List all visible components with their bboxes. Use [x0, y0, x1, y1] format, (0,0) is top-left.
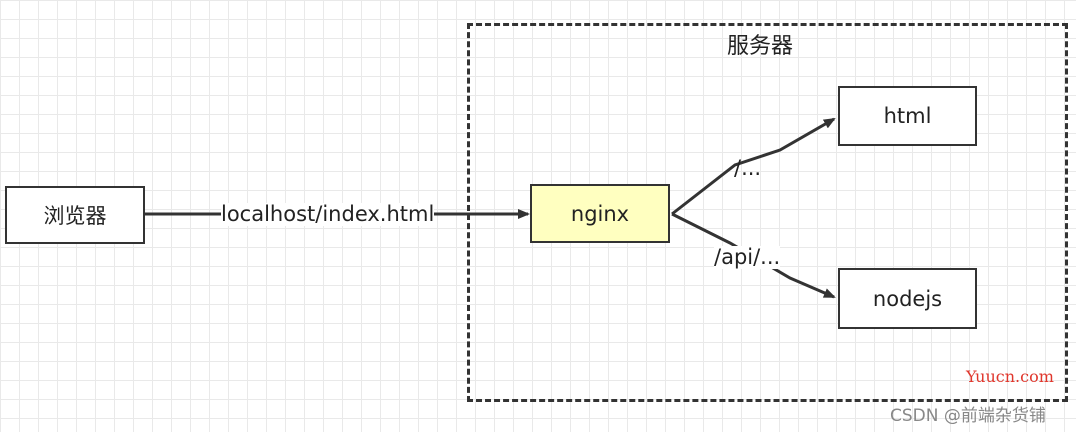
browser-node-label: 浏览器: [43, 204, 107, 228]
watermark-csdn: CSDN @前端杂货铺: [890, 406, 1046, 426]
edge-label-localhost: localhost/index.html: [221, 202, 435, 226]
browser-node: 浏览器: [5, 186, 145, 244]
nodejs-node-label: nodejs: [872, 286, 943, 311]
nodejs-node: nodejs: [838, 268, 977, 329]
nginx-node: nginx: [530, 184, 670, 243]
html-node-label: html: [883, 104, 932, 128]
watermark-site: Yuucn.com: [966, 367, 1054, 386]
nginx-node-label: nginx: [570, 201, 630, 226]
html-node: html: [838, 86, 977, 146]
edge-nginx-to-html: [671, 117, 836, 216]
edge-label-static: /...: [734, 156, 762, 180]
server-label: 服务器: [727, 34, 794, 59]
edge-label-api: /api/...: [714, 245, 781, 269]
